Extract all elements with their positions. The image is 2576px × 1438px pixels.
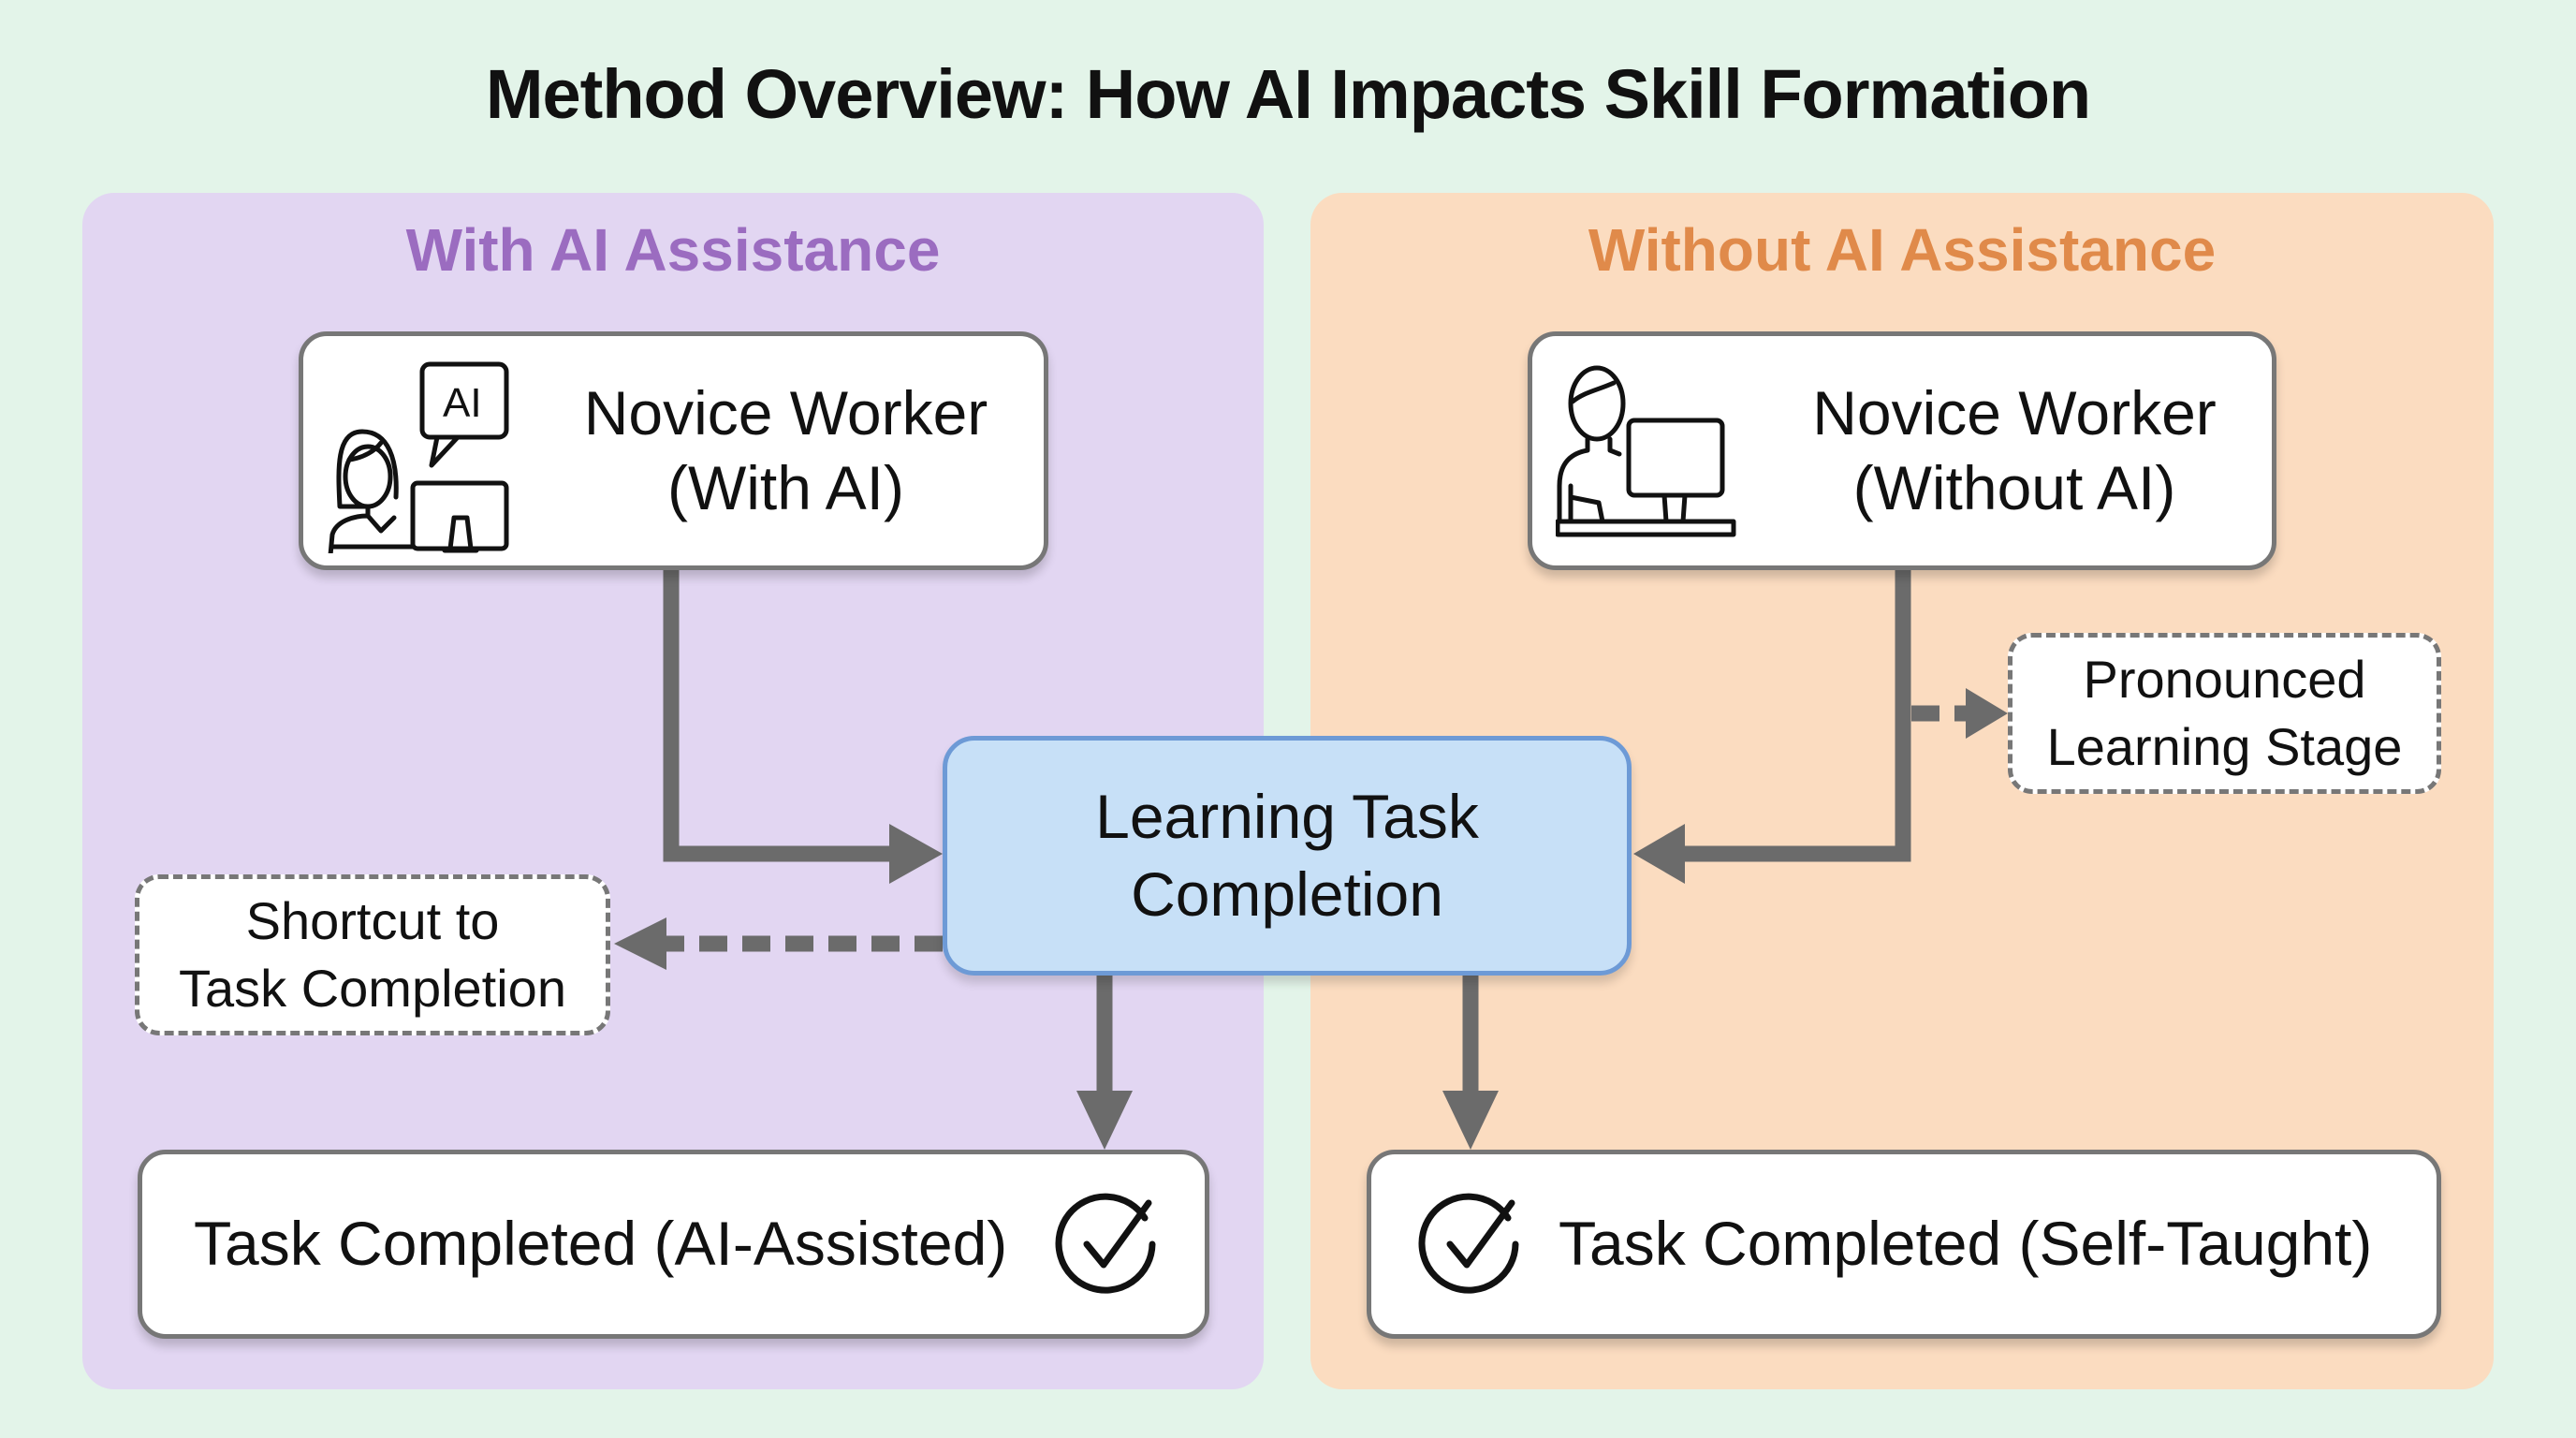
connector-left-to-center <box>663 570 894 862</box>
arrowhead-pronounced <box>1966 688 2008 739</box>
novice-without-ai-line1: Novice Worker <box>1812 378 2217 448</box>
without-ai-heading: Without AI Assistance <box>1588 216 2217 284</box>
with-ai-heading: With AI Assistance <box>405 216 941 284</box>
person-at-desk-monitor-icon <box>1556 365 1736 537</box>
connector-right-to-center <box>1685 570 1911 862</box>
novice-without-ai-node: Novice Worker (Without AI) <box>1528 331 2276 570</box>
novice-with-ai-line2: (With AI) <box>666 452 904 522</box>
learning-task-completion-node: Learning Task Completion <box>943 736 1632 976</box>
novice-without-ai-line2: (Without AI) <box>1852 452 2176 522</box>
learning-task-line1: Learning Task <box>1095 781 1479 851</box>
check-circle-icon <box>1055 1193 1156 1294</box>
task-completed-self-taught-node: Task Completed (Self-Taught) <box>1367 1150 2441 1339</box>
arrowhead-to-right-end <box>1442 1091 1499 1150</box>
task-completed-self-taught-label: Task Completed (Self-Taught) <box>1559 1209 2373 1279</box>
arrowhead-right-to-center <box>1633 824 1685 884</box>
person-with-ai-chat-and-monitor-icon: AI <box>328 361 509 553</box>
shortcut-line1: Shortcut to <box>245 891 500 951</box>
diagram-title: Method Overview: How AI Impacts Skill Fo… <box>485 55 2091 133</box>
check-circle-icon <box>1418 1193 1519 1294</box>
novice-with-ai-line1: Novice Worker <box>583 378 988 448</box>
pronounced-learning-note: Pronounced Learning Stage <box>2008 633 2441 794</box>
arrowhead-left-to-center <box>889 824 943 884</box>
svg-text:AI: AI <box>443 380 482 426</box>
learning-task-line2: Completion <box>1131 859 1443 929</box>
arrowhead-shortcut <box>614 917 666 970</box>
shortcut-line2: Task Completion <box>179 959 566 1018</box>
pronounced-line1: Pronounced <box>2083 650 2366 710</box>
shortcut-note: Shortcut to Task Completion <box>135 874 610 1035</box>
arrowhead-to-left-end <box>1076 1091 1133 1150</box>
pronounced-line2: Learning Stage <box>2046 717 2403 776</box>
novice-with-ai-node: AI Novice Worker (With AI) <box>299 331 1048 570</box>
task-completed-ai-assisted-label: Task Completed (AI-Assisted) <box>194 1209 1008 1279</box>
task-completed-ai-assisted-node: Task Completed (AI-Assisted) <box>138 1150 1209 1339</box>
